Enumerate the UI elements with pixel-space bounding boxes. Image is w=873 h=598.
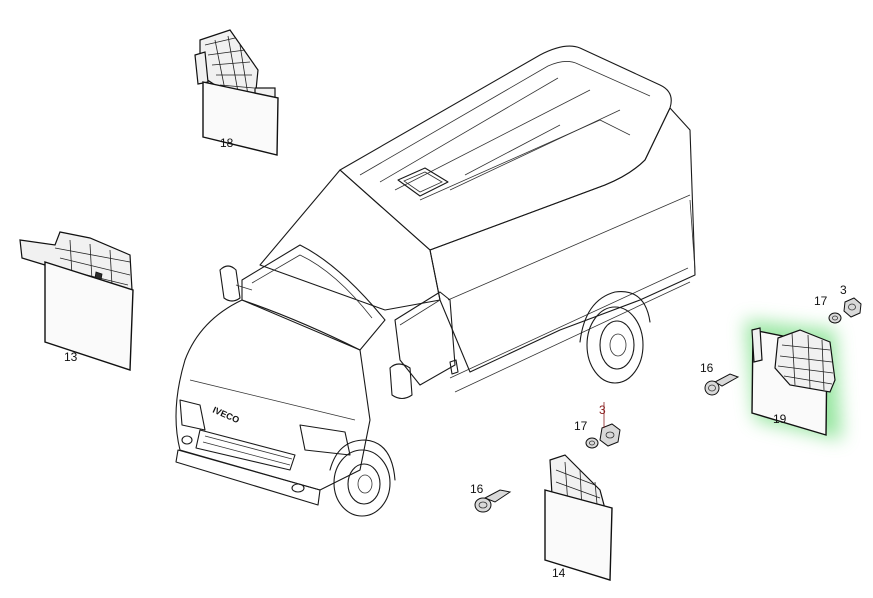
van-illustration: IVECO <box>175 45 696 517</box>
part-18-mudflap[interactable] <box>194 29 279 156</box>
part-label-14[interactable]: 14 <box>552 566 566 580</box>
washer-17-lower[interactable] <box>585 437 599 449</box>
part-label-13[interactable]: 13 <box>64 350 78 364</box>
bolt-16-upper[interactable] <box>704 373 740 396</box>
part-label-16-upper[interactable]: 16 <box>700 361 714 375</box>
part-label-17-upper[interactable]: 17 <box>814 294 828 308</box>
part-13-mudflap[interactable] <box>19 231 134 371</box>
part-label-18[interactable]: 18 <box>220 136 234 150</box>
van-brand-text: IVECO <box>211 405 241 426</box>
part-label-19[interactable]: 19 <box>773 412 787 426</box>
bolt-16-lower[interactable] <box>474 489 512 513</box>
nut-3-lower[interactable] <box>599 423 621 447</box>
part-label-16-lower[interactable]: 16 <box>470 482 484 496</box>
part-19-mudflap-highlighted[interactable] <box>745 320 842 440</box>
part-label-3-upper[interactable]: 3 <box>840 283 847 297</box>
part-14-mudflap[interactable] <box>544 454 613 581</box>
nut-3-upper[interactable] <box>843 297 862 318</box>
part-label-17-lower[interactable]: 17 <box>574 419 588 433</box>
part-label-3-lower[interactable]: 3 <box>599 403 606 417</box>
washer-17-upper[interactable] <box>828 312 842 324</box>
